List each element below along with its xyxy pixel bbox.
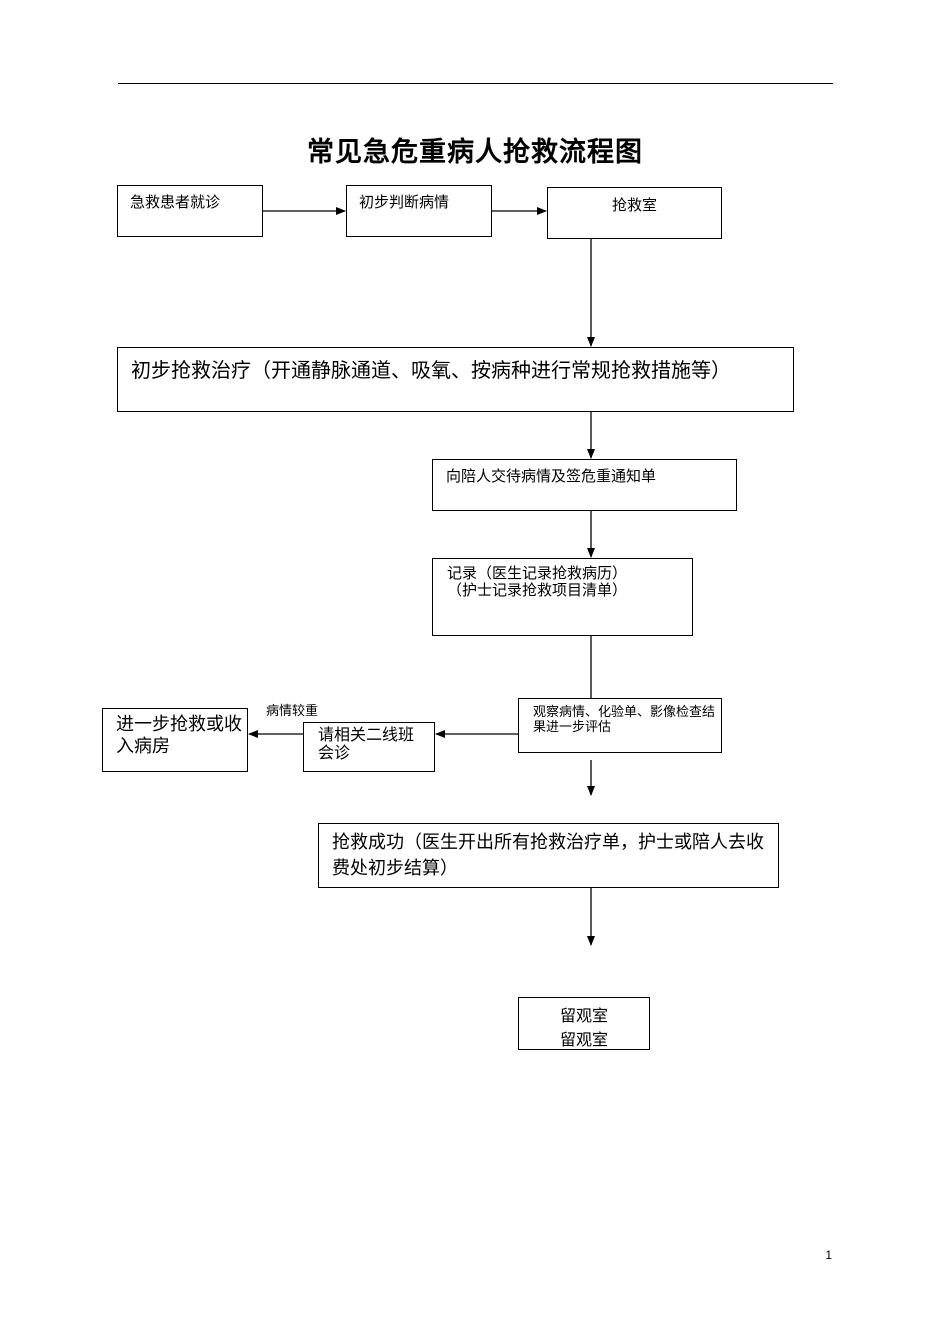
page-number: 1 [825, 1248, 832, 1262]
node-patient-visit: 急救患者就诊 [117, 185, 263, 237]
node-observe-evaluate: 观察病情、化验单、影像检查结果进一步评估 [518, 698, 722, 753]
node-observation-room-clipped-label: 留观室 [559, 1030, 608, 1049]
node-further-rescue-label: 进一步抢救或收入病房 [116, 714, 242, 757]
node-observation-room-label: 留观室 [559, 1006, 608, 1025]
node-patient-visit-label: 急救患者就诊 [130, 193, 221, 211]
node-second-line-consult-label: 请相关二线班会诊 [318, 725, 415, 762]
node-initial-judgement-label: 初步判断病情 [359, 193, 450, 211]
page-title: 常见急危重病人抢救流程图 [307, 137, 643, 168]
node-initial-treatment-label: 初步抢救治疗（开通静脉通道、吸氧、按病种进行常规抢救措施等） [131, 358, 731, 382]
edge-label-severe: 病情较重 [266, 704, 319, 719]
node-resuscitation-room-label: 抢救室 [611, 196, 657, 214]
node-rescue-success: 抢救成功（医生开出所有抢救治疗单，护士或陪人去收费处初步结算） [318, 823, 779, 888]
node-observe-evaluate-label: 观察病情、化验单、影像检查结果进一步评估 [533, 705, 716, 735]
node-further-rescue: 进一步抢救或收入病房 [102, 708, 248, 772]
node-record-doctor: 记录（医生记录抢救病历） [447, 564, 628, 582]
node-notify-family: 向陪人交待病情及签危重通知单 [432, 459, 737, 511]
header-rule [118, 83, 833, 84]
node-initial-treatment: 初步抢救治疗（开通静脉通道、吸氧、按病种进行常规抢救措施等） [117, 347, 794, 412]
node-rescue-success-label: 抢救成功（医生开出所有抢救治疗单，护士或陪人去收费处初步结算） [332, 832, 764, 879]
node-record-nurse: （护士记录抢救项目清单） [447, 581, 628, 599]
node-initial-judgement: 初步判断病情 [346, 185, 492, 237]
node-second-line-consult: 请相关二线班会诊 [303, 722, 435, 772]
node-notify-family-label: 向陪人交待病情及签危重通知单 [446, 467, 657, 485]
node-observation-room: 留观室 留观室 [518, 997, 650, 1050]
node-resuscitation-room: 抢救室 [547, 187, 722, 239]
node-record: 记录（医生记录抢救病历） （护士记录抢救项目清单） [432, 558, 693, 636]
